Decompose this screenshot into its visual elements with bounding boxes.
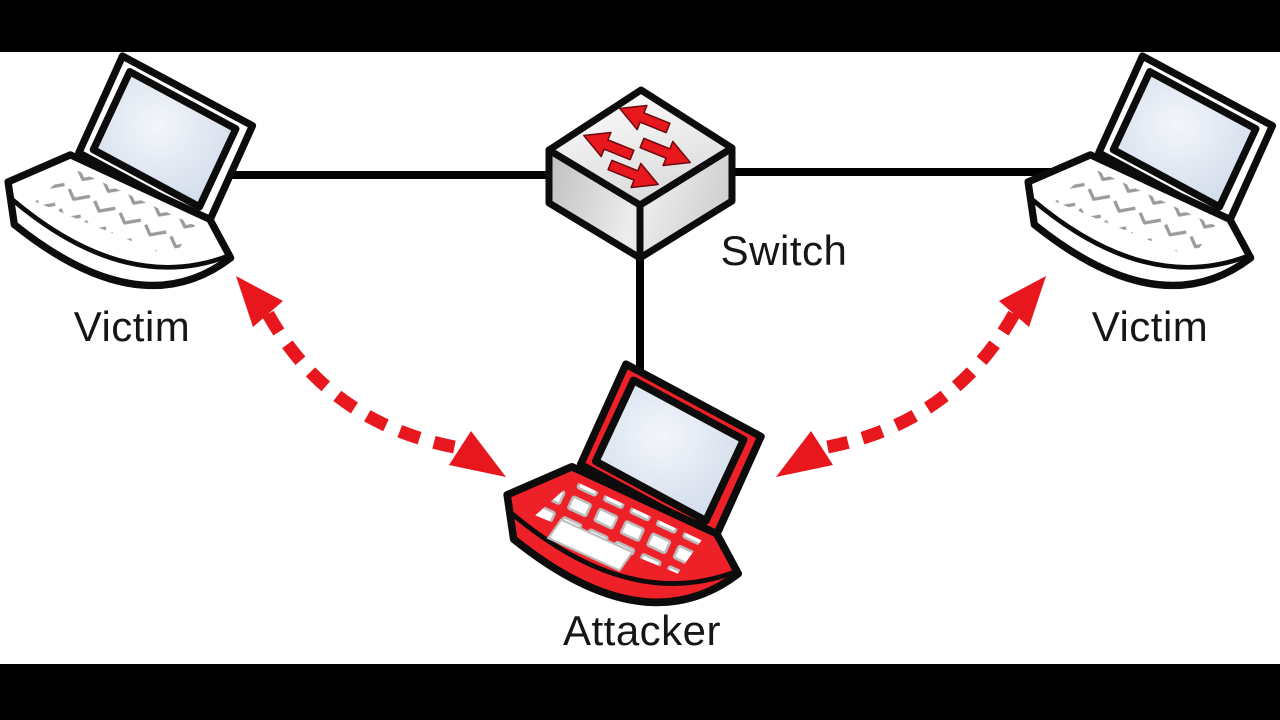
mitm-arrow-left xyxy=(236,276,506,477)
cable-links xyxy=(225,168,1051,378)
mitm-arrow-right xyxy=(776,276,1046,477)
letterbox-top-bar xyxy=(0,0,1280,52)
label-victim-right: Victim xyxy=(1091,303,1209,350)
switch-device xyxy=(545,86,736,262)
victim-right-laptop xyxy=(1028,56,1272,285)
victim-left-laptop xyxy=(8,56,252,285)
label-switch: Switch xyxy=(720,227,848,274)
label-attacker: Attacker xyxy=(562,607,722,654)
label-victim-left: Victim xyxy=(73,303,191,350)
attacker-laptop xyxy=(507,364,761,602)
letterbox-bottom-bar xyxy=(0,664,1280,720)
